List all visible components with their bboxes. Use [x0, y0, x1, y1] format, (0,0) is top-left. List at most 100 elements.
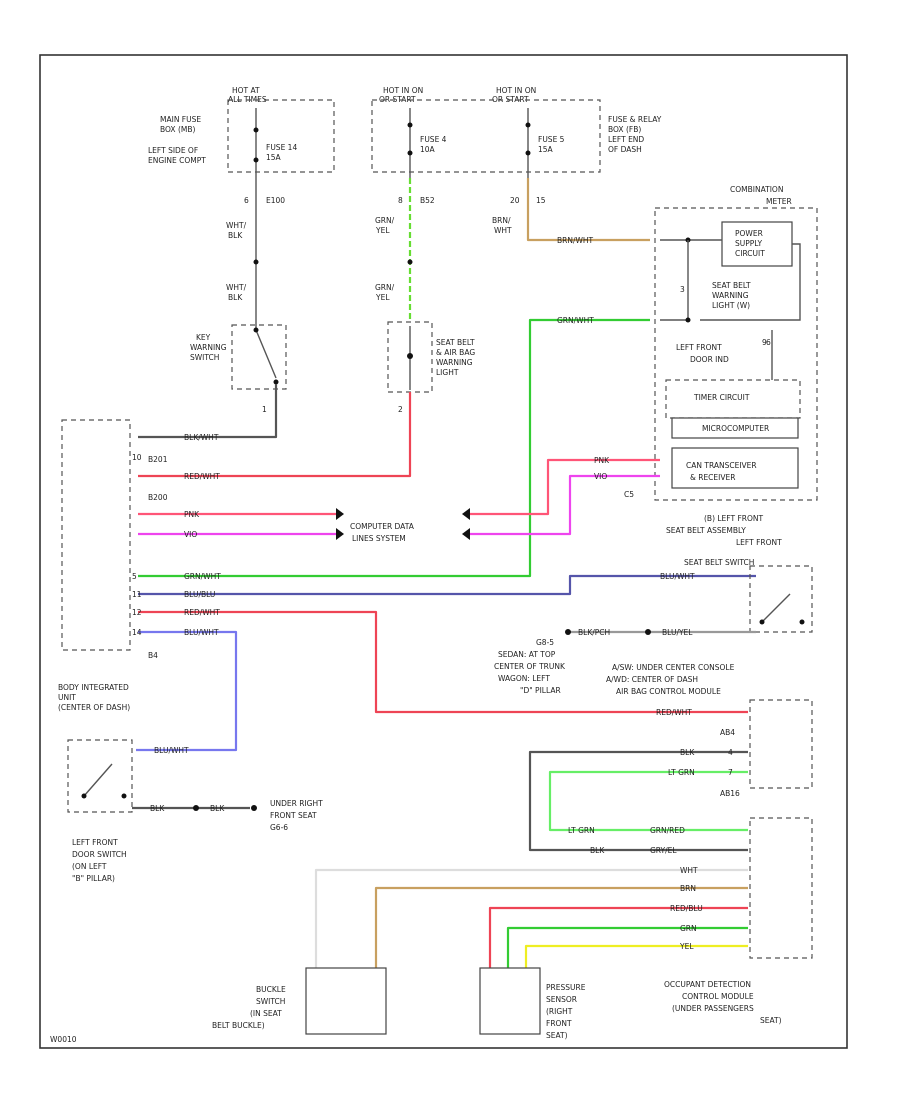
occupant-module-outline	[749, 817, 813, 959]
hot-label-line-1: HOT AT	[232, 86, 260, 95]
fuse-5-contact	[525, 150, 531, 156]
switch-contact	[273, 379, 279, 385]
meter-connector: C5	[624, 490, 634, 499]
seat-belt-label: SEAT BELT SWITCH	[684, 558, 754, 567]
switch-contact	[759, 619, 765, 625]
wire-label: LT GRN	[668, 768, 695, 777]
fuse-5-label: FUSE 5	[538, 135, 565, 144]
pin-label: 9	[762, 338, 767, 347]
airbag-label: A/SW: UNDER CENTER CONSOLE	[612, 663, 735, 672]
switch-contact	[253, 327, 259, 333]
light-label: SEAT BELT	[436, 338, 475, 347]
wire-label: BLK/PCH	[578, 628, 610, 637]
pin-label: 8	[398, 196, 403, 205]
fuse-14-rating: 15A	[266, 153, 282, 162]
switch-contact	[121, 793, 127, 799]
wire-label: GRN	[680, 924, 697, 933]
left-front-seat-belt-switch: (B) LEFT FRONT SEAT BELT ASSEMBLY LEFT F…	[666, 514, 813, 633]
key-switch-label: KEY	[196, 333, 211, 342]
connector-ab4: AB4	[720, 728, 735, 737]
fuse-14-contact	[253, 157, 259, 163]
pin-label: 4	[728, 748, 733, 757]
wire-label: WHT	[494, 226, 512, 235]
fuse-5-hot-line-1: HOT IN ON	[496, 86, 536, 95]
can-label: CAN TRANSCEIVER	[686, 461, 757, 470]
connector-b52: B52	[420, 196, 435, 205]
wire-blu-wht-door	[136, 630, 238, 752]
wire-red-wht-airbag	[138, 610, 748, 714]
buckle-label: SWITCH	[256, 997, 285, 1006]
switch-contact	[799, 619, 805, 625]
ground-dot	[565, 629, 571, 635]
wire-label: PNK	[594, 456, 610, 465]
wire-label: BLU/BLU	[184, 590, 215, 599]
wire-label: BLK	[228, 231, 243, 240]
wire-label: BLK	[210, 804, 225, 813]
warning-light-label: SEAT BELT	[712, 281, 751, 290]
door-ind-label: LEFT FRONT	[676, 343, 722, 352]
wire-label: BLK/WHT	[184, 433, 219, 442]
pin-label: 5	[132, 572, 137, 581]
power-label: SUPPLY	[735, 239, 762, 248]
computer-data-label: COMPUTER DATA	[350, 522, 415, 531]
wire-label: WHT/	[226, 221, 247, 230]
splice-dot	[253, 259, 259, 265]
pressure-sensor: PRESSURE SENSOR (RIGHT FRONT SEAT)	[479, 967, 586, 1040]
arrow-icon	[336, 508, 344, 520]
wire-grn-wht	[138, 318, 650, 578]
wire-red-blu	[488, 906, 748, 968]
splice-dot	[685, 317, 691, 323]
switch-arm	[255, 329, 277, 379]
door-switch-label: (ON LEFT	[72, 862, 107, 871]
occupant-label: OCCUPANT DETECTION	[664, 980, 751, 989]
pin-label: 11	[132, 590, 142, 599]
wire-vio-can-l	[470, 474, 660, 536]
pin-label: 20	[510, 196, 520, 205]
wire-label: BLU/WHT	[184, 628, 219, 637]
fuse-14-contact	[253, 127, 259, 133]
wire-blk-airbag	[528, 750, 748, 852]
wire-brn	[374, 886, 748, 968]
pin-label: 1	[262, 405, 267, 414]
ground-label: "D" PILLAR	[520, 686, 561, 695]
warning-light-label: LIGHT (W)	[712, 301, 750, 310]
fuse-4-hot-line-1: HOT IN ON	[383, 86, 423, 95]
pin-label: 6	[244, 196, 249, 205]
wire-label: GRN/WHT	[184, 572, 221, 581]
switch-arm	[761, 593, 791, 623]
wire-label: BLU/YEL	[662, 628, 693, 637]
ground-label: UNDER RIGHT	[270, 799, 323, 808]
pin-label: 2	[398, 405, 403, 414]
fuse-4-label: FUSE 4	[420, 135, 447, 144]
body-unit-outline	[61, 419, 131, 651]
pin-label: 6	[766, 338, 771, 347]
buckle-label: (IN SEAT	[250, 1009, 282, 1018]
arrow-icon	[336, 528, 344, 540]
wire-label: BRN/	[492, 216, 511, 225]
microcomputer	[671, 417, 799, 439]
pressure-label: (RIGHT	[546, 1007, 573, 1016]
light-label: LIGHT	[436, 368, 459, 377]
main-fuse-box: HOT AT ALL TIMES MAIN FUSE BOX (MB) LEFT…	[148, 86, 335, 178]
can-label: & RECEIVER	[690, 473, 735, 482]
fuse-box-location-3: LEFT SIDE OF	[148, 146, 198, 155]
meter-title: COMBINATION	[730, 185, 783, 194]
switch-contact	[81, 793, 87, 799]
relay-box-location-2: BOX (FB)	[608, 125, 641, 134]
fuse-4-hot-line-2: OR START	[379, 95, 416, 104]
door-switch-label: LEFT FRONT	[72, 838, 118, 847]
arrow-icon	[462, 528, 470, 540]
wire-label: BLK	[590, 846, 605, 855]
wire-label: VIO	[594, 472, 607, 481]
occupant-label: (UNDER PASSENGERS	[672, 1004, 754, 1013]
wire-label: YEL	[679, 942, 694, 951]
wire-label: GRY/EL	[650, 846, 677, 855]
wire-label: WHT	[680, 866, 698, 875]
seat-belt-label: (B) LEFT FRONT	[704, 514, 763, 523]
power-label: POWER	[735, 229, 763, 238]
relay-box-location-3: LEFT END	[608, 135, 644, 144]
connector-b201: B201	[148, 455, 168, 464]
microcomputer-label: MICROCOMPUTER	[702, 424, 769, 433]
splice-dot	[645, 629, 651, 635]
fuse-relay-box: HOT IN ON OR START HOT IN ON OR START FU…	[371, 86, 662, 178]
